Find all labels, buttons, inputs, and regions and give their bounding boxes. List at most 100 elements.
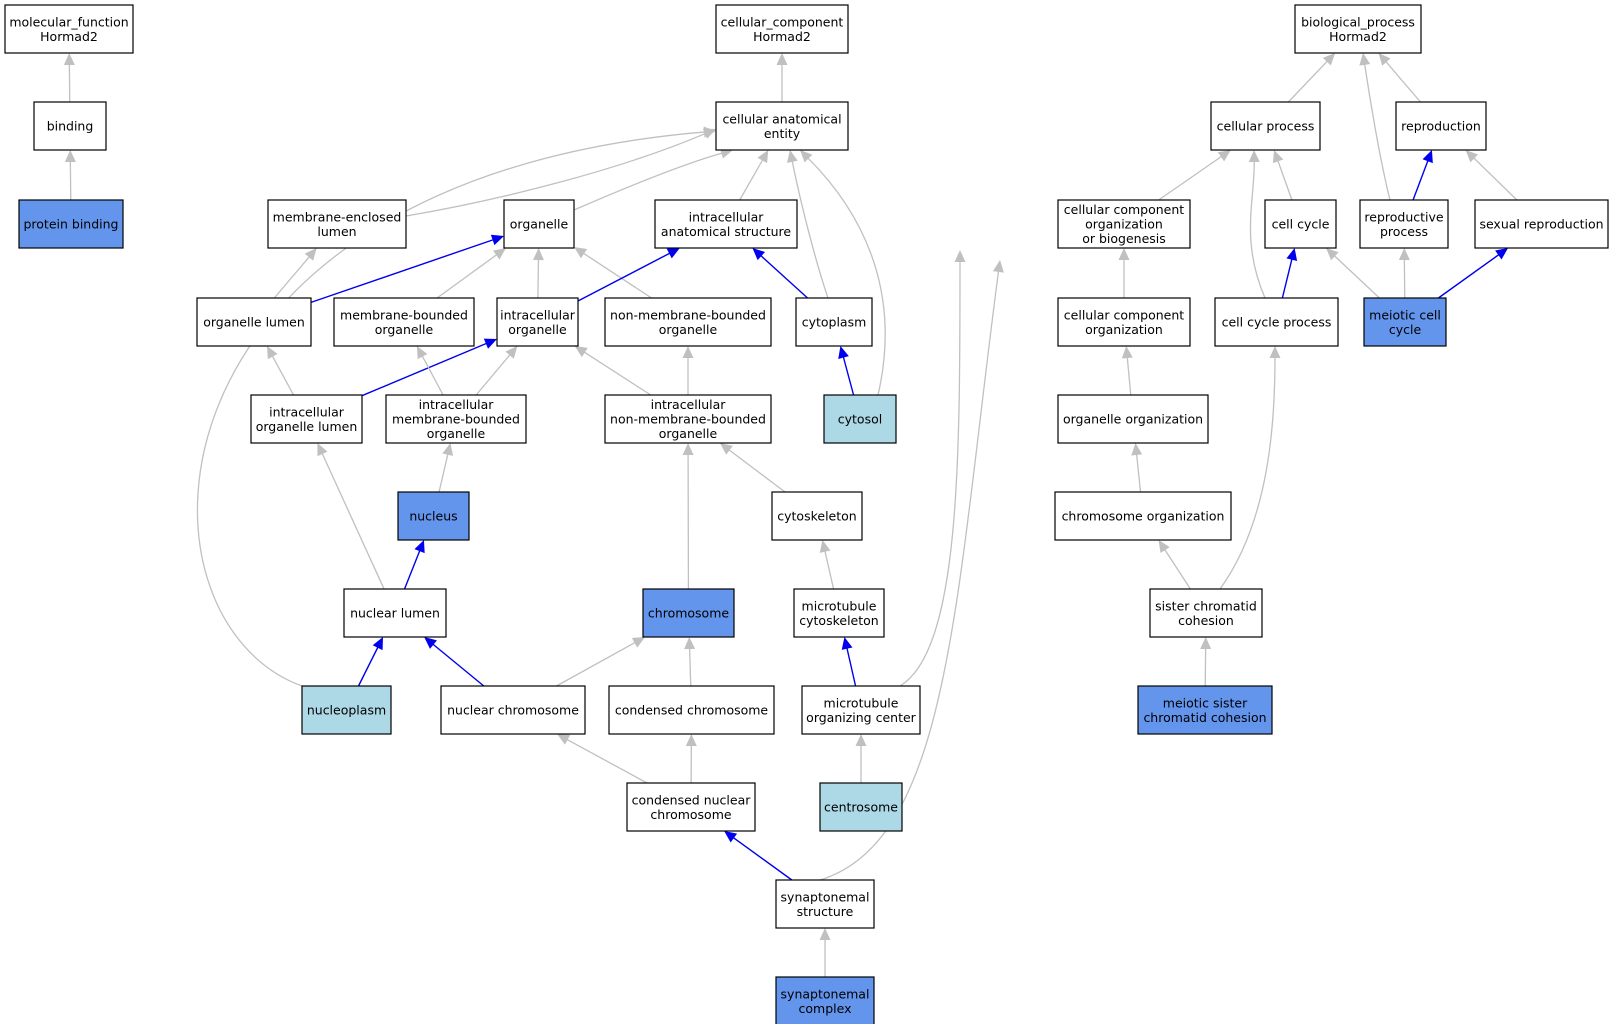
node-label-line: organelle <box>375 322 434 337</box>
edge-nucleoplasm-to-cae <box>196 126 716 687</box>
node-label: nucleus <box>409 509 457 524</box>
edge-sister_cohesion-to-cell_cycle_process <box>1219 346 1281 590</box>
edge-org_lumen-to-mel <box>273 248 317 299</box>
node-box <box>1474 199 1609 249</box>
node-reproduction[interactable]: reproduction <box>1395 101 1487 151</box>
node-label: organelle organization <box>1063 412 1203 427</box>
is-a-edge-line <box>273 255 311 299</box>
node-binding[interactable]: binding <box>33 101 107 151</box>
node-centrosome[interactable]: centrosome <box>819 782 903 832</box>
node-condensed-chromosome[interactable]: condensed chromosome <box>608 685 775 735</box>
node-nuclear-lumen[interactable]: nuclear lumen <box>343 588 447 638</box>
is-a-edge-line <box>688 647 692 687</box>
part-of-edge-line <box>432 643 485 687</box>
edge-cytosol-to-cytoplasm <box>838 346 855 396</box>
edge-organelle_org-to-cco <box>1121 346 1133 396</box>
edge-cytoplasm-to-ias <box>752 248 809 299</box>
node-box <box>715 101 849 151</box>
node-box <box>819 782 903 832</box>
node-cell-cycle-process[interactable]: cell cycle process <box>1214 297 1339 347</box>
node-nucleus[interactable]: nucleus <box>397 491 470 541</box>
node-org-lumen[interactable]: organelle lumen <box>196 297 312 347</box>
is-a-arrowhead <box>574 247 588 259</box>
node-label-line: synaptonemal <box>781 986 870 1001</box>
node-organelle[interactable]: organelle <box>503 199 575 249</box>
node-label-line: organization <box>1085 322 1163 337</box>
node-label-line: Hormad2 <box>40 29 98 44</box>
edge-io-to-organelle <box>532 248 544 299</box>
edge-protein_binding-to-binding <box>64 150 76 201</box>
node-label-line: organization <box>1085 217 1163 232</box>
node-label-line: meiotic cell <box>1369 307 1441 322</box>
is-a-edge-line <box>739 159 764 201</box>
node-box <box>626 782 756 832</box>
node-label-line: cytosol <box>838 412 882 427</box>
node-label-line: cellular_component <box>721 14 844 29</box>
part-of-arrowhead <box>841 637 853 650</box>
part-of-edge-line <box>732 836 793 881</box>
node-sexual-reproduction[interactable]: sexual reproduction <box>1474 199 1609 249</box>
node-chromosome[interactable]: chromosome <box>642 588 735 638</box>
node-box <box>1054 491 1232 541</box>
node-nuclear-chromosome[interactable]: nuclear chromosome <box>440 685 586 735</box>
node-label-line: protein binding <box>23 217 118 232</box>
node-box <box>608 685 775 735</box>
node-cytosol[interactable]: cytosol <box>823 394 897 444</box>
node-label: reproduction <box>1401 119 1481 134</box>
edge-cell_cycle-to-cellular_process <box>1272 150 1293 201</box>
node-box <box>503 199 575 249</box>
is-a-edge-line <box>583 351 652 396</box>
node-cytoplasm[interactable]: cytoplasm <box>795 297 873 347</box>
node-label: binding <box>47 119 94 134</box>
node-box <box>1137 685 1273 735</box>
edge-synaptonemal_complex-to-synaptonemal_structure <box>819 928 831 977</box>
node-label: cytoplasm <box>802 315 867 330</box>
node-label-line: entity <box>764 126 801 141</box>
node-label-line: cellular anatomical <box>722 111 841 126</box>
node-label-line: microtubule <box>802 598 877 613</box>
node-organelle-org[interactable]: organelle organization <box>1057 394 1209 444</box>
node-cytoskeleton[interactable]: cytoskeleton <box>771 491 863 541</box>
node-cellular-process[interactable]: cellular process <box>1210 101 1321 151</box>
node-label-line: microtubule <box>824 695 899 710</box>
node-label: cytosol <box>838 412 882 427</box>
node-protein-binding[interactable]: protein binding <box>18 199 124 249</box>
is-a-edge-line <box>436 253 498 299</box>
node-chromosome-org[interactable]: chromosome organization <box>1054 491 1232 541</box>
is-a-arrowhead <box>719 443 733 455</box>
node-box <box>196 297 312 347</box>
node-label-line: nuclear chromosome <box>447 703 579 718</box>
node-cell-cycle[interactable]: cell cycle <box>1264 199 1337 249</box>
node-nucleoplasm[interactable]: nucleoplasm <box>301 685 392 735</box>
edge-synaptonemal_structure-to-cae <box>819 260 1004 881</box>
edge-nuclear_chromosome-to-chromosome <box>556 637 646 687</box>
edge-meiotic_sister_cohesion-to-sister_cohesion <box>1200 637 1212 687</box>
